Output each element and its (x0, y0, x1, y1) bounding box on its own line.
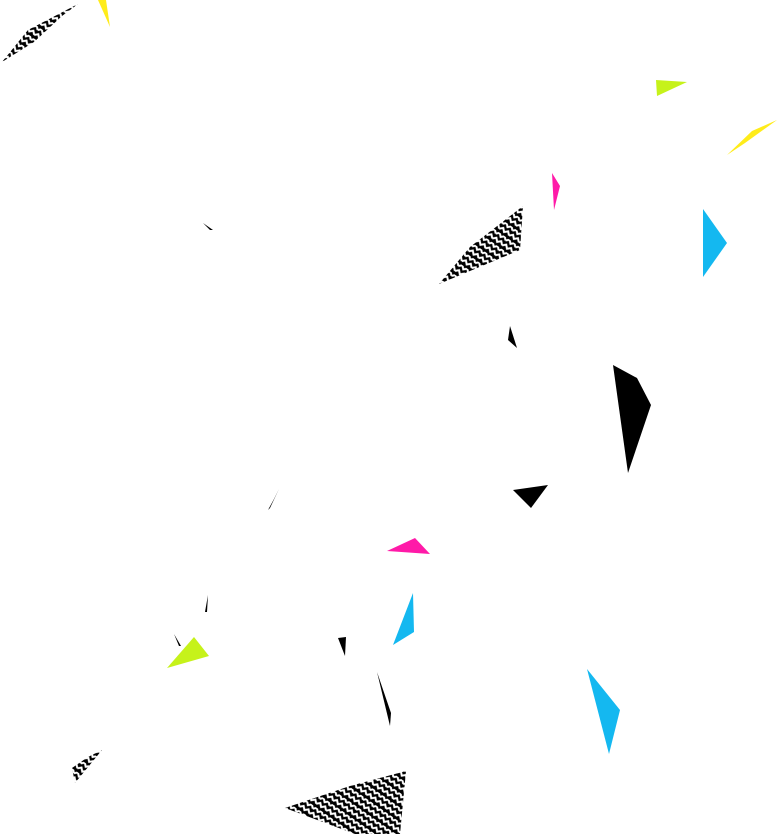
patterned-shard-bottom-center (285, 771, 406, 834)
patterned-shard-top-left (2, 4, 78, 62)
black-shard-sliver-lowest-left (174, 634, 181, 646)
black-shard-large (613, 365, 651, 473)
lime-shard-bottom-left (167, 637, 209, 668)
patterned-shard-bottom-left (72, 750, 102, 783)
black-shard-small-center (508, 326, 517, 348)
cyan-shard-bottom-right (587, 669, 620, 754)
magenta-shard-top (552, 173, 560, 210)
black-shard-sliver-mid (268, 489, 279, 510)
black-shard-sliver-low-left (205, 595, 208, 612)
black-shard-sliver-left (203, 223, 213, 230)
yellow-shard-top (98, 0, 110, 27)
yellow-shard-right (727, 120, 777, 155)
cyan-shard-middle (393, 593, 414, 645)
lime-shard-top-right (656, 80, 687, 96)
black-shard-needle (377, 672, 391, 726)
black-shard-triangle (513, 485, 548, 508)
magenta-shard-center (387, 538, 430, 554)
cyan-shard-right (703, 209, 727, 277)
patterned-shard-center (439, 206, 523, 284)
black-shard-small-low (338, 637, 346, 656)
